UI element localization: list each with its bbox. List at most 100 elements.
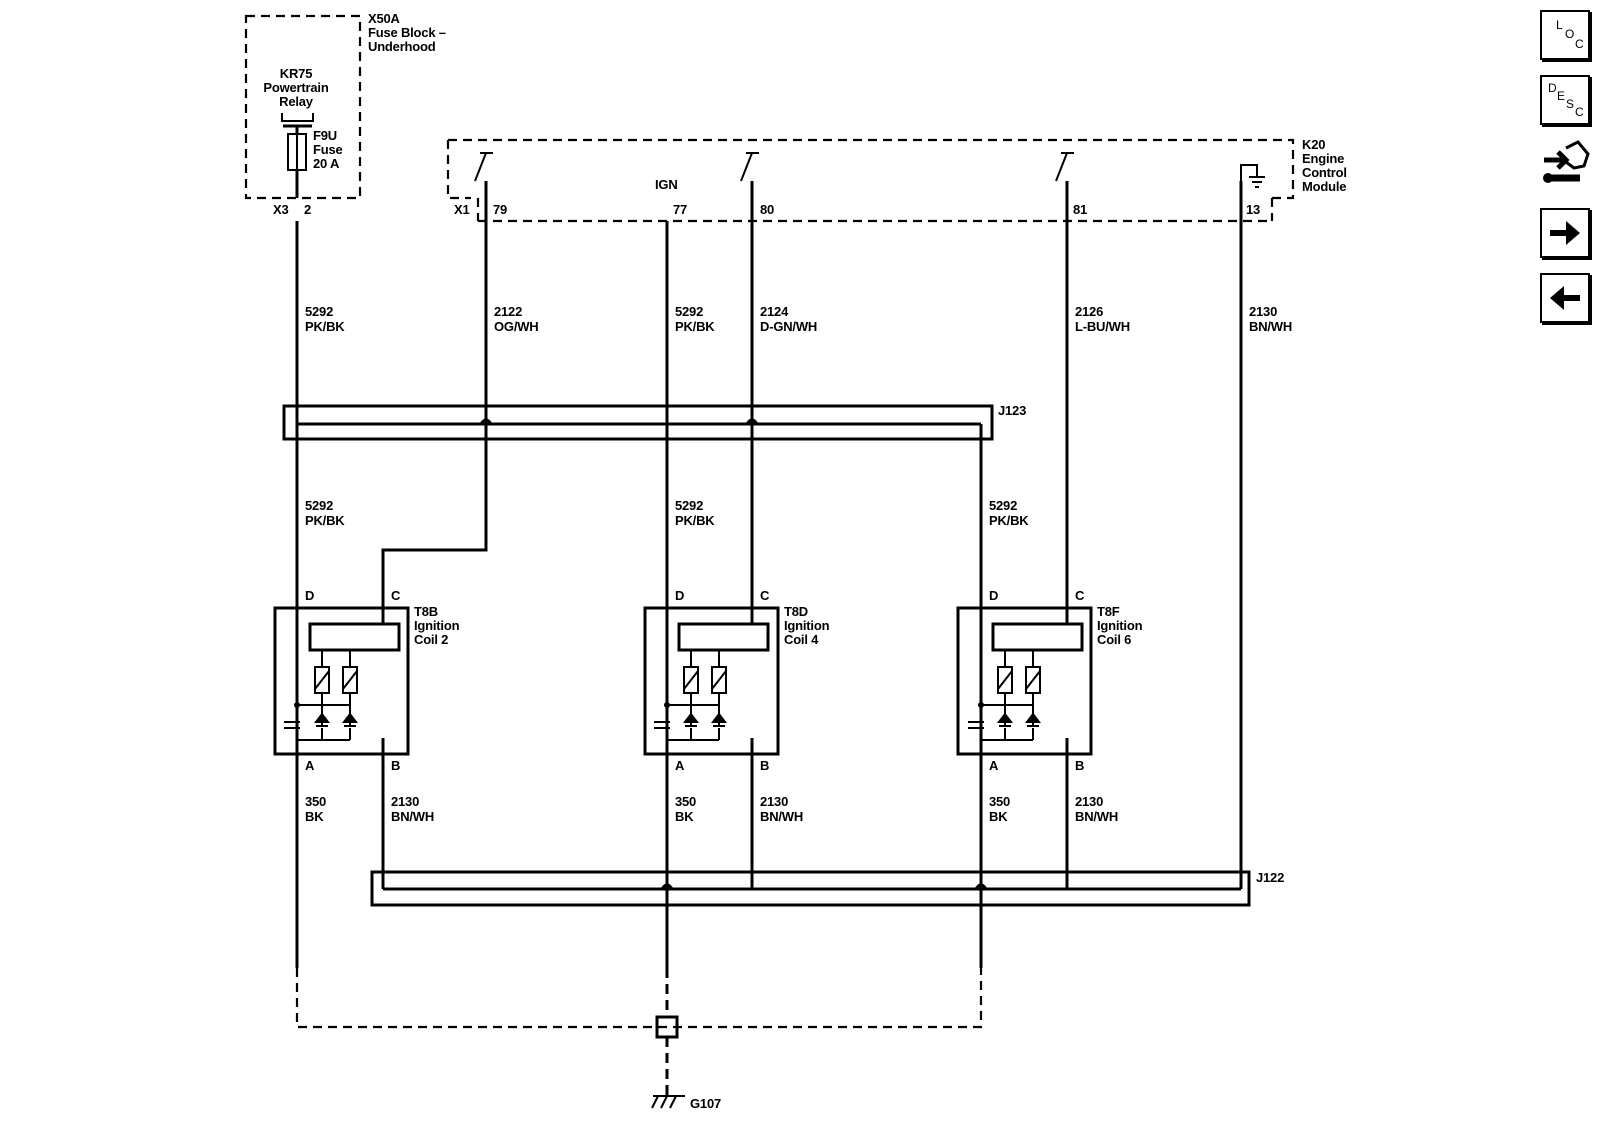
coil-pin-b: B: [391, 758, 400, 773]
arrow-right-icon: [1550, 221, 1580, 245]
wire-label-circuit: 2124: [760, 304, 789, 319]
wire-label-color: D-GN/WH: [760, 319, 817, 334]
ecm-ground-symbol: [1240, 164, 1265, 188]
loc-letter-o: O: [1565, 27, 1575, 41]
fuse-block-name-2: Underhood: [368, 39, 436, 54]
fuse-block-name-1: Fuse Block –: [368, 25, 446, 40]
ecm-pin-81: 81: [1073, 202, 1087, 217]
wire-label-circuit: 2130: [1075, 794, 1103, 809]
wire-label-circuit: 350: [305, 794, 326, 809]
wire-label-color: BK: [989, 809, 1008, 824]
relay-id: KR75: [280, 66, 312, 81]
ecm-ign-label: IGN: [655, 177, 678, 192]
wire-label-color: BN/WH: [760, 809, 803, 824]
coil-pin-a: A: [989, 758, 999, 773]
coil-driver-module: [991, 622, 1084, 652]
coil-pin-b: B: [760, 758, 769, 773]
fuse-id: F9U: [313, 128, 337, 143]
wire-label-circuit: 350: [989, 794, 1010, 809]
relay-name-2: Relay: [279, 94, 314, 109]
desc-letter-d: D: [1548, 81, 1557, 95]
wire-label-color: BK: [675, 809, 694, 824]
wire-label-color: PK/BK: [989, 513, 1029, 528]
wire-label-color: PK/BK: [675, 513, 715, 528]
lower-wire-labels: 350 BK 2130 BN/WH 350 BK 2130 BN/WH 350 …: [305, 794, 1118, 824]
connector-icon: [1543, 140, 1590, 183]
arrow-left-icon: [1550, 286, 1580, 310]
coil-name-1: Ignition: [784, 618, 830, 633]
loc-letter-c: C: [1575, 37, 1584, 51]
wire-label-color: PK/BK: [305, 513, 345, 528]
wire-label-color: BN/WH: [391, 809, 434, 824]
loc-letter-l: L: [1556, 18, 1563, 32]
coil-pin-d: D: [305, 588, 314, 603]
relay-name-1: Powertrain: [263, 80, 328, 95]
ground-harness: G107: [295, 968, 983, 1111]
coil-name-2: Coil 2: [414, 632, 448, 647]
coil-labels: D C A B T8B Ignition Coil 2 D C A B T8D …: [305, 588, 1143, 773]
wire-label-circuit: 5292: [675, 498, 703, 513]
ecm-id: K20: [1302, 137, 1325, 152]
coil-name-1: Ignition: [414, 618, 460, 633]
ignition-coil-t8f: [956, 606, 1093, 756]
coil-name-2: Coil 4: [784, 632, 819, 647]
coil-pin-c: C: [1075, 588, 1085, 603]
ecm-name-1: Engine: [1302, 151, 1344, 166]
description-button[interactable]: D E S C: [1540, 75, 1590, 125]
ecm-pin-80: 80: [760, 202, 774, 217]
relay-contact-symbol: [281, 113, 314, 122]
coil-pin-a: A: [675, 758, 685, 773]
wire-label-circuit: 350: [675, 794, 696, 809]
ecm-name-3: Module: [1302, 179, 1346, 194]
wire-label-circuit: 2122: [494, 304, 522, 319]
ignition-coil-t8b: [273, 606, 410, 756]
wire-label-color: PK/BK: [675, 319, 715, 334]
upper-wire-labels: 5292 PK/BK 2122 OG/WH 5292 PK/BK 2124 D-…: [305, 304, 1292, 334]
fuse-pin: 2: [304, 202, 311, 217]
wire-label-circuit: 5292: [675, 304, 703, 319]
wire-label-circuit: 2130: [391, 794, 419, 809]
connector-view-button[interactable]: [1540, 140, 1590, 190]
coil-name-1: Ignition: [1097, 618, 1143, 633]
coil-driver-module: [308, 622, 401, 652]
wire-label-color: L-BU/WH: [1075, 319, 1130, 334]
ecm-name-2: Control: [1302, 165, 1347, 180]
fuse-block-x50a: X50A Fuse Block – Underhood KR75 Powertr…: [244, 11, 446, 217]
wire-label-color: BN/WH: [1075, 809, 1118, 824]
ecm-pin-77: 77: [673, 202, 687, 217]
fuse-rating: 20 A: [313, 156, 340, 171]
wire-label-color: BK: [305, 809, 324, 824]
coil-id: T8D: [784, 604, 808, 619]
coil-pin-d: D: [675, 588, 684, 603]
wire-label-color: PK/BK: [305, 319, 345, 334]
splice-j122: J122: [370, 870, 1284, 907]
wire-label-color: OG/WH: [494, 319, 539, 334]
splice-j123-label: J123: [998, 403, 1026, 418]
coil-pin-b: B: [1075, 758, 1084, 773]
desc-letter-e: E: [1557, 89, 1566, 103]
coil-pin-d: D: [989, 588, 998, 603]
desc-letter-c: C: [1575, 105, 1584, 119]
wire-label-circuit: 2126: [1075, 304, 1103, 319]
ecm-pin-79: 79: [493, 202, 507, 217]
next-page-button[interactable]: [1540, 208, 1590, 258]
ground-symbol: [651, 1095, 685, 1109]
coil-id: T8B: [414, 604, 438, 619]
coil-name-2: Coil 6: [1097, 632, 1131, 647]
coil-id: T8F: [1097, 604, 1120, 619]
desc-letter-s: S: [1566, 97, 1575, 111]
wire-label-circuit: 5292: [305, 498, 333, 513]
wire-label-circuit: 5292: [989, 498, 1017, 513]
wire-label-circuit: 5292: [305, 304, 333, 319]
fuse-connector: X3: [273, 202, 289, 217]
ignition-coil-t8d: [643, 606, 780, 756]
previous-page-button[interactable]: [1540, 273, 1590, 323]
location-button[interactable]: L O C: [1540, 10, 1590, 60]
coil-pin-a: A: [305, 758, 315, 773]
splice-j123: J123: [282, 403, 1026, 441]
coil-driver-module: [677, 622, 770, 652]
ecm-driver-switches: [474, 152, 1074, 182]
wire-label-circuit: 2130: [760, 794, 788, 809]
splice-j122-label: J122: [1256, 870, 1284, 885]
ecm-connector: X1: [454, 202, 470, 217]
